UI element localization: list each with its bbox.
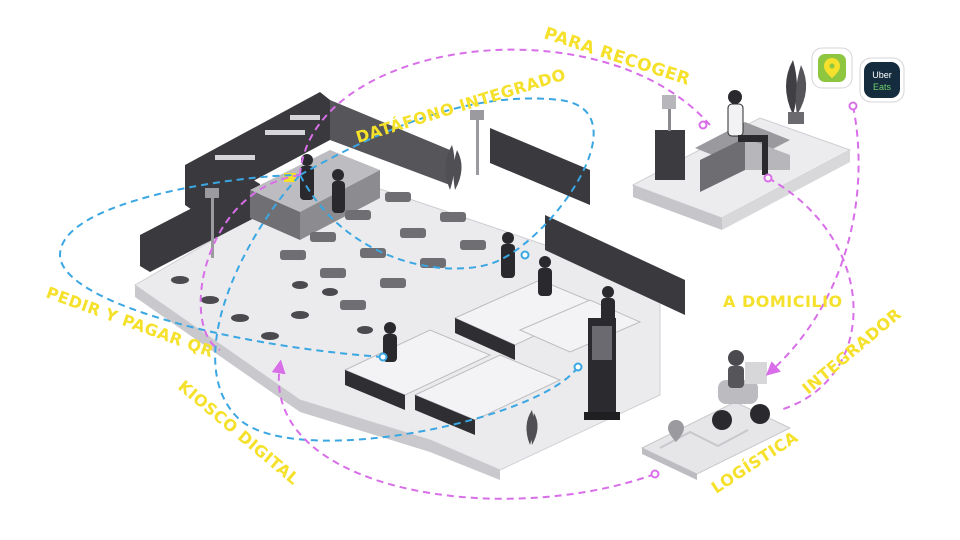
rappi-app-badge[interactable] — [812, 48, 852, 88]
uber-eats-app-badge[interactable]: Uber Eats — [860, 58, 904, 102]
label-datafono-integrado: DATÁFONO INTEGRADO — [354, 65, 568, 147]
uber-eats-icon — [864, 62, 900, 98]
uber-eats-text: Uber — [872, 70, 892, 80]
kiosk-machine — [584, 318, 620, 420]
label-a-domicilio: A DOMICILIO — [723, 292, 843, 311]
uber-eats-text-2: Eats — [873, 82, 892, 92]
